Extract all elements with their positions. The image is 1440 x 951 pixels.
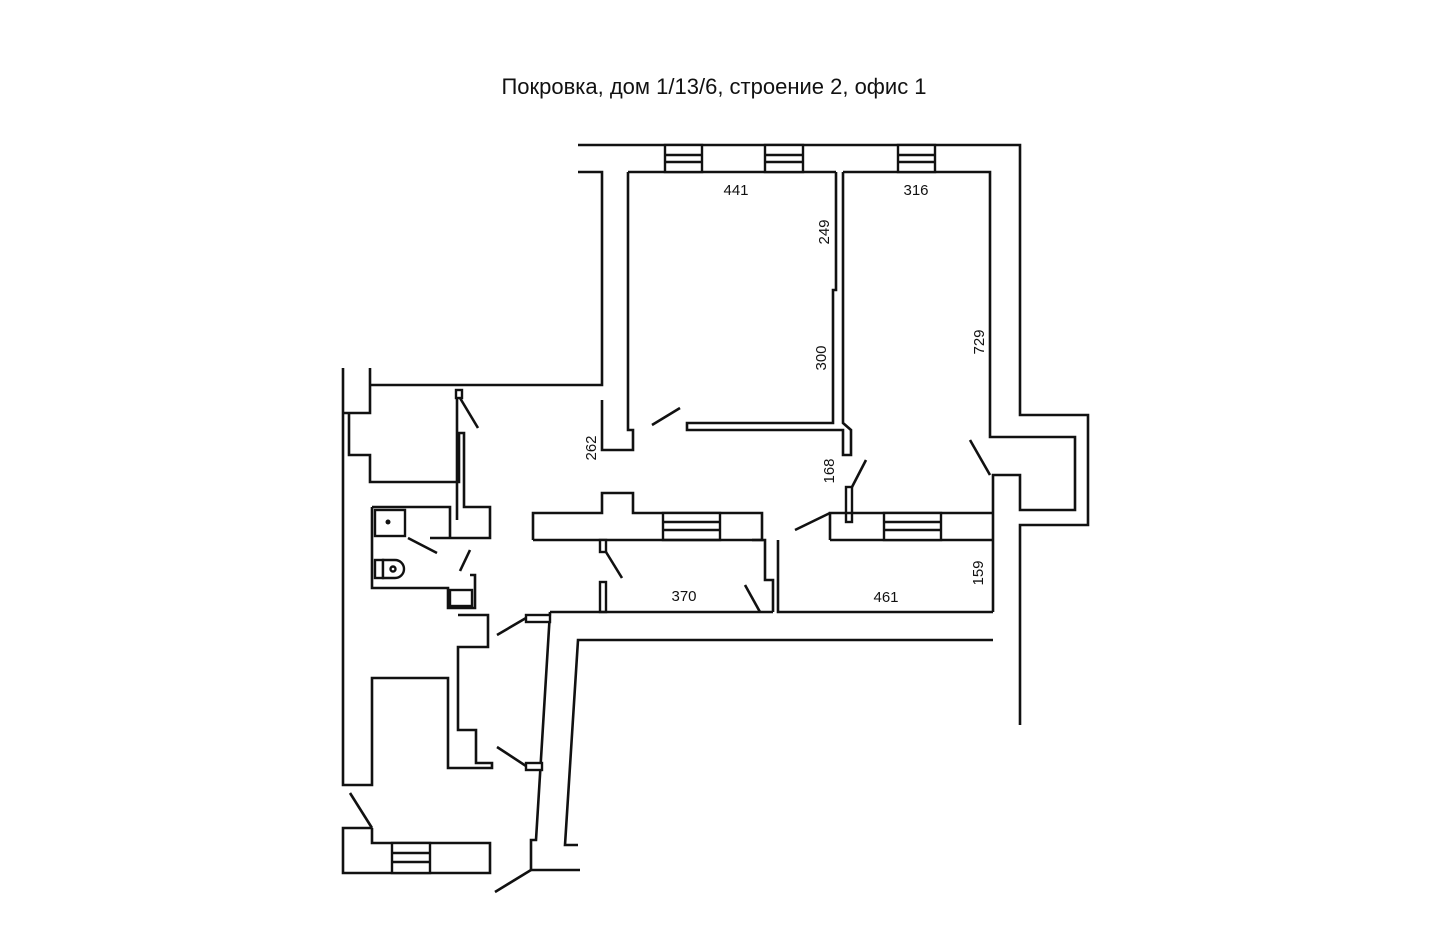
window-bottom: [390, 841, 432, 875]
window-top-1: [663, 143, 704, 174]
window-top-3: [896, 143, 937, 174]
window-mid-1: [661, 511, 722, 542]
dim-300: 300: [813, 345, 830, 370]
dim-441: 441: [723, 182, 748, 199]
dim-370: 370: [671, 588, 696, 605]
dimension-labels: 441 316 249 300 729 262 168 370 461 159: [583, 182, 988, 606]
plan-title: Покровка, дом 1/13/6, строение 2, офис 1: [501, 74, 927, 99]
window-mid-2: [882, 511, 943, 542]
sink-drain: [385, 519, 391, 525]
dim-729: 729: [971, 329, 988, 354]
dim-159: 159: [970, 560, 987, 585]
dim-249: 249: [816, 219, 833, 244]
dim-461: 461: [873, 589, 898, 606]
outer-walls: [341, 143, 1090, 894]
window-top-2: [763, 143, 805, 174]
dim-262: 262: [583, 435, 600, 460]
dim-168: 168: [821, 458, 838, 483]
stove-icon: [448, 588, 474, 608]
dim-316: 316: [903, 182, 928, 199]
